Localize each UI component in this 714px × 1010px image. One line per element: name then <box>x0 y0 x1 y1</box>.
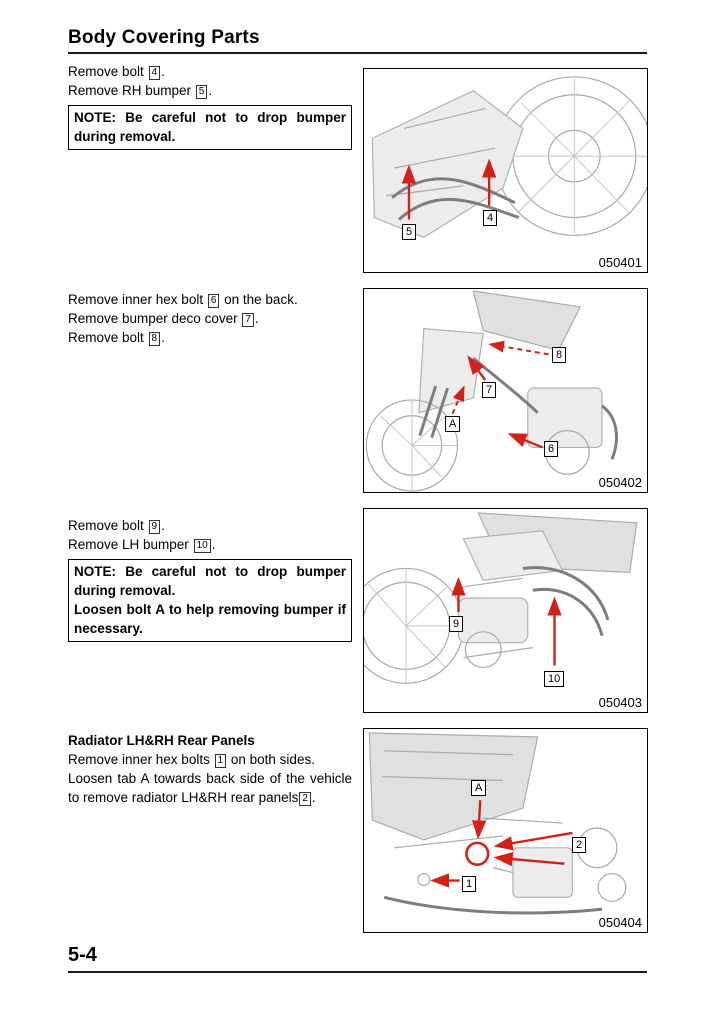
instruction-line: Remove bolt 4. <box>68 62 352 81</box>
callout-7: 7 <box>482 382 497 398</box>
instruction-block-4: Radiator LH&RH Rear Panels Remove inner … <box>68 731 352 807</box>
page-title: Body Covering Parts <box>68 27 647 54</box>
instruction-text: Remove bolt <box>68 64 148 79</box>
instruction-text: . <box>311 790 316 805</box>
instruction-line: Remove inner hex bolt 6 on the back. <box>68 290 352 309</box>
instruction-text: . <box>254 311 259 326</box>
instruction-text: Remove inner hex bolts <box>68 752 214 767</box>
callout-10: 10 <box>544 671 565 687</box>
section-heading: Radiator LH&RH Rear Panels <box>68 733 255 748</box>
callout-9: 9 <box>449 616 464 632</box>
ref-box: 1 <box>214 754 227 768</box>
motorcycle-side-illustration <box>364 512 638 684</box>
figure-050404: A 2 1 050404 <box>363 728 648 933</box>
callout-8: 8 <box>552 347 567 363</box>
note-box: NOTE: Be careful not to drop bumper duri… <box>68 105 352 150</box>
ref-box: 6 <box>207 294 220 308</box>
note-text: Loosen bolt A to help removing bumper if… <box>74 602 346 636</box>
instruction-text: . <box>161 518 165 533</box>
callout-6: 6 <box>544 441 559 457</box>
ref-box: 2 <box>299 792 311 806</box>
instruction-text: Remove bolt <box>68 330 148 345</box>
instruction-text: . <box>161 64 165 79</box>
instruction-text: on both sides. <box>227 752 315 767</box>
instruction-line: Remove bolt 9. <box>68 516 352 535</box>
figure-number: 050401 <box>598 255 642 270</box>
instruction-text: . <box>211 537 216 552</box>
callout-A: A <box>471 780 487 796</box>
instruction-text: Remove bumper deco cover <box>68 311 242 326</box>
instruction-line: Remove bolt 8. <box>68 328 352 347</box>
figure-number: 050404 <box>598 915 642 930</box>
figure-number: 050402 <box>598 475 642 490</box>
ref-box: 10 <box>193 539 211 553</box>
ref-box: 4 <box>148 66 161 80</box>
instruction-line: Remove LH bumper 10. <box>68 535 352 554</box>
instruction-line: Remove bumper deco cover 7. <box>68 309 352 328</box>
ref-box: 9 <box>148 520 161 534</box>
instruction-paragraph: Loosen tab A towards back side of the ve… <box>68 769 352 807</box>
instruction-text: . <box>208 83 213 98</box>
motorcycle-front-illustration <box>365 290 618 492</box>
ref-box: 7 <box>242 313 254 327</box>
page-number: 5-4 <box>68 944 647 973</box>
instruction-block-3: Remove bolt 9. Remove LH bumper 10. NOTE… <box>68 516 352 642</box>
figure-number: 050403 <box>598 695 642 710</box>
instruction-text: Remove RH bumper <box>68 83 195 98</box>
note-text: NOTE: Be careful not to drop bumper duri… <box>74 110 346 144</box>
motorcycle-rear-illustration <box>371 76 647 239</box>
radiator-panel-illustration <box>368 732 627 915</box>
figure-050401: 5 4 050401 <box>363 68 648 273</box>
instruction-block-1: Remove bolt 4. Remove RH bumper 5. NOTE:… <box>68 62 352 150</box>
callout-2: 2 <box>572 837 587 853</box>
callout-5: 5 <box>402 224 417 240</box>
instruction-line: Remove inner hex bolts 1 on both sides. <box>68 750 352 769</box>
instruction-text: Loosen tab A towards back side of the ve… <box>68 771 352 805</box>
instruction-text: . <box>161 330 165 345</box>
instruction-line: Remove RH bumper 5. <box>68 81 352 100</box>
instruction-block-2: Remove inner hex bolt 6 on the back. Rem… <box>68 290 352 347</box>
callout-A: A <box>445 416 461 432</box>
callout-4: 4 <box>483 210 498 226</box>
note-box: NOTE: Be careful not to drop bumper duri… <box>68 559 352 642</box>
instruction-text: Remove bolt <box>68 518 148 533</box>
callout-1: 1 <box>462 876 477 892</box>
instruction-text: on the back. <box>220 292 298 307</box>
figure-050402: 8 7 A 6 050402 <box>363 288 648 493</box>
note-text: NOTE: Be careful not to drop bumper duri… <box>74 564 346 598</box>
ref-box: 5 <box>195 85 208 99</box>
instruction-text: Remove LH bumper <box>68 537 193 552</box>
ref-box: 8 <box>148 332 161 346</box>
figure-050403: 9 10 050403 <box>363 508 648 713</box>
instruction-text: Remove inner hex bolt <box>68 292 207 307</box>
